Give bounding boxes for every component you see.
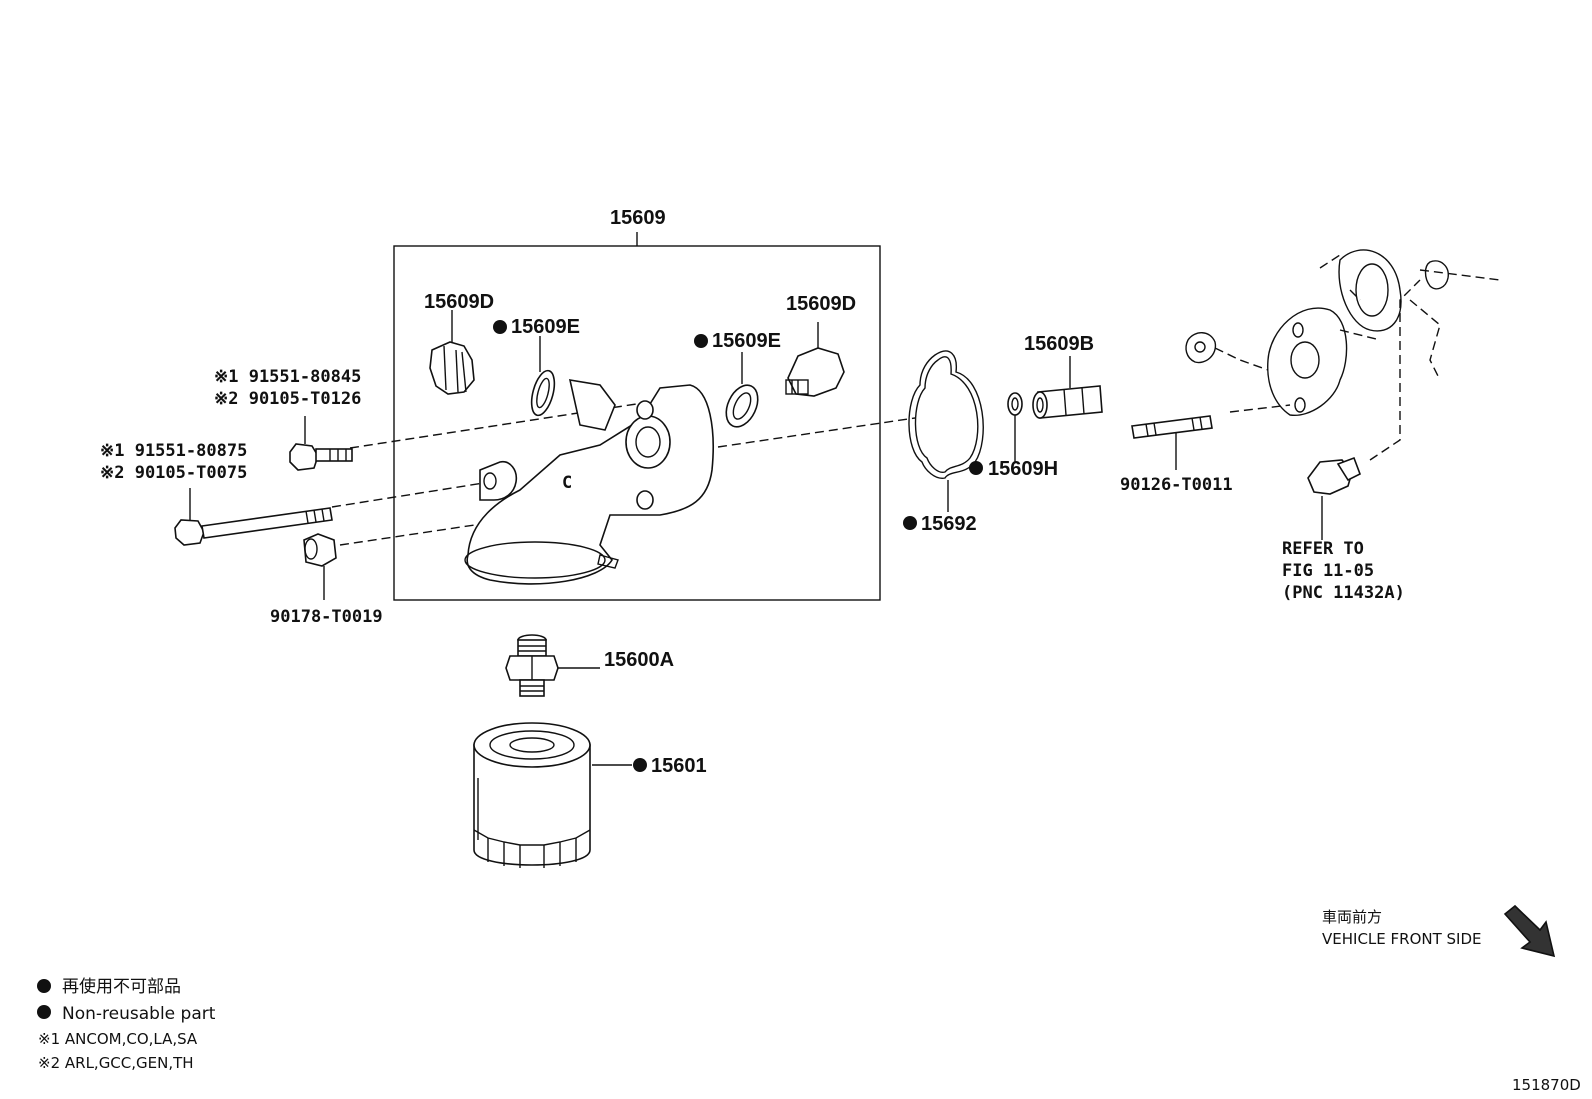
label-15601[interactable]: 15601 — [651, 755, 707, 777]
legend-dot-icon — [37, 1005, 51, 1019]
label-15609B[interactable]: 15609B — [1024, 333, 1094, 355]
label-bolt-long-1[interactable]: ※1 91551-80875 — [100, 441, 247, 461]
housing-letter: C — [562, 473, 572, 493]
gasket-15609E-left[interactable] — [527, 336, 558, 418]
bolt-short[interactable] — [289, 416, 353, 471]
label-90126[interactable]: 90126-T0011 — [1120, 475, 1233, 495]
direction-jp: 車両前方 — [1322, 908, 1382, 926]
non-reusable-dot — [694, 334, 708, 348]
figure-id: 151870D — [1512, 1076, 1581, 1094]
label-15609E-left[interactable]: 15609E — [511, 316, 580, 338]
bolt-long[interactable] — [174, 488, 333, 546]
label-bolt-long-2[interactable]: ※2 90105-T0075 — [100, 463, 247, 483]
legend-dot-icon — [37, 979, 51, 993]
engine-block-reference — [1185, 249, 1501, 416]
plug-15609D-right[interactable] — [785, 322, 845, 397]
gasket-15692[interactable] — [908, 350, 984, 512]
label-15692[interactable]: 15692 — [921, 513, 977, 535]
refer-line-2[interactable]: FIG 11-05 — [1282, 561, 1374, 581]
direction-en: VEHICLE FRONT SIDE — [1322, 930, 1482, 948]
oil-filter-bracket: C — [464, 379, 714, 585]
legend: 再使用不可部品 Non-reusable part ※1 ANCOM,CO,LA… — [37, 976, 216, 1072]
non-reusable-dot — [633, 758, 647, 772]
label-bolt-short-1[interactable]: ※1 91551-80845 — [214, 367, 361, 387]
label-15609D-right[interactable]: 15609D — [786, 293, 856, 315]
label-15609H[interactable]: 15609H — [988, 458, 1058, 480]
label-bolt-short-2[interactable]: ※2 90105-T0126 — [214, 389, 361, 409]
label-90178[interactable]: 90178-T0019 — [270, 607, 383, 627]
legend-jp: 再使用不可部品 — [62, 976, 181, 997]
label-15609E-right[interactable]: 15609E — [712, 330, 781, 352]
assembly-15609-group: 15609 — [393, 207, 881, 601]
legend-note-1: ※1 ANCOM,CO,LA,SA — [38, 1030, 198, 1048]
refer-line-3[interactable]: (PNC 11432A) — [1282, 583, 1405, 603]
o-ring-15609H[interactable] — [1007, 392, 1023, 462]
label-15609D-left[interactable]: 15609D — [424, 291, 494, 313]
direction-arrow-icon — [1503, 904, 1556, 958]
union-bolt-15600A[interactable] — [505, 634, 600, 697]
oil-filter-15601[interactable] — [473, 722, 632, 868]
label-15609[interactable]: 15609 — [610, 207, 666, 229]
drain-plug-reference[interactable] — [1307, 456, 1362, 540]
legend-en: Non-reusable part — [62, 1004, 216, 1024]
collar-90178[interactable] — [303, 533, 337, 600]
gasket-15609E-right[interactable] — [720, 352, 764, 432]
vehicle-direction: 車両前方 VEHICLE FRONT SIDE — [1322, 904, 1556, 958]
plug-15609D-left[interactable] — [429, 310, 475, 395]
union-15609B[interactable] — [1032, 356, 1103, 419]
refer-line-1[interactable]: REFER TO — [1282, 539, 1364, 559]
non-reusable-dot — [493, 320, 507, 334]
legend-note-2: ※2 ARL,GCC,GEN,TH — [38, 1054, 194, 1072]
stud-90126[interactable] — [1131, 415, 1213, 470]
non-reusable-dot — [969, 461, 983, 475]
non-reusable-dot — [903, 516, 917, 530]
label-15600A[interactable]: 15600A — [604, 649, 674, 671]
